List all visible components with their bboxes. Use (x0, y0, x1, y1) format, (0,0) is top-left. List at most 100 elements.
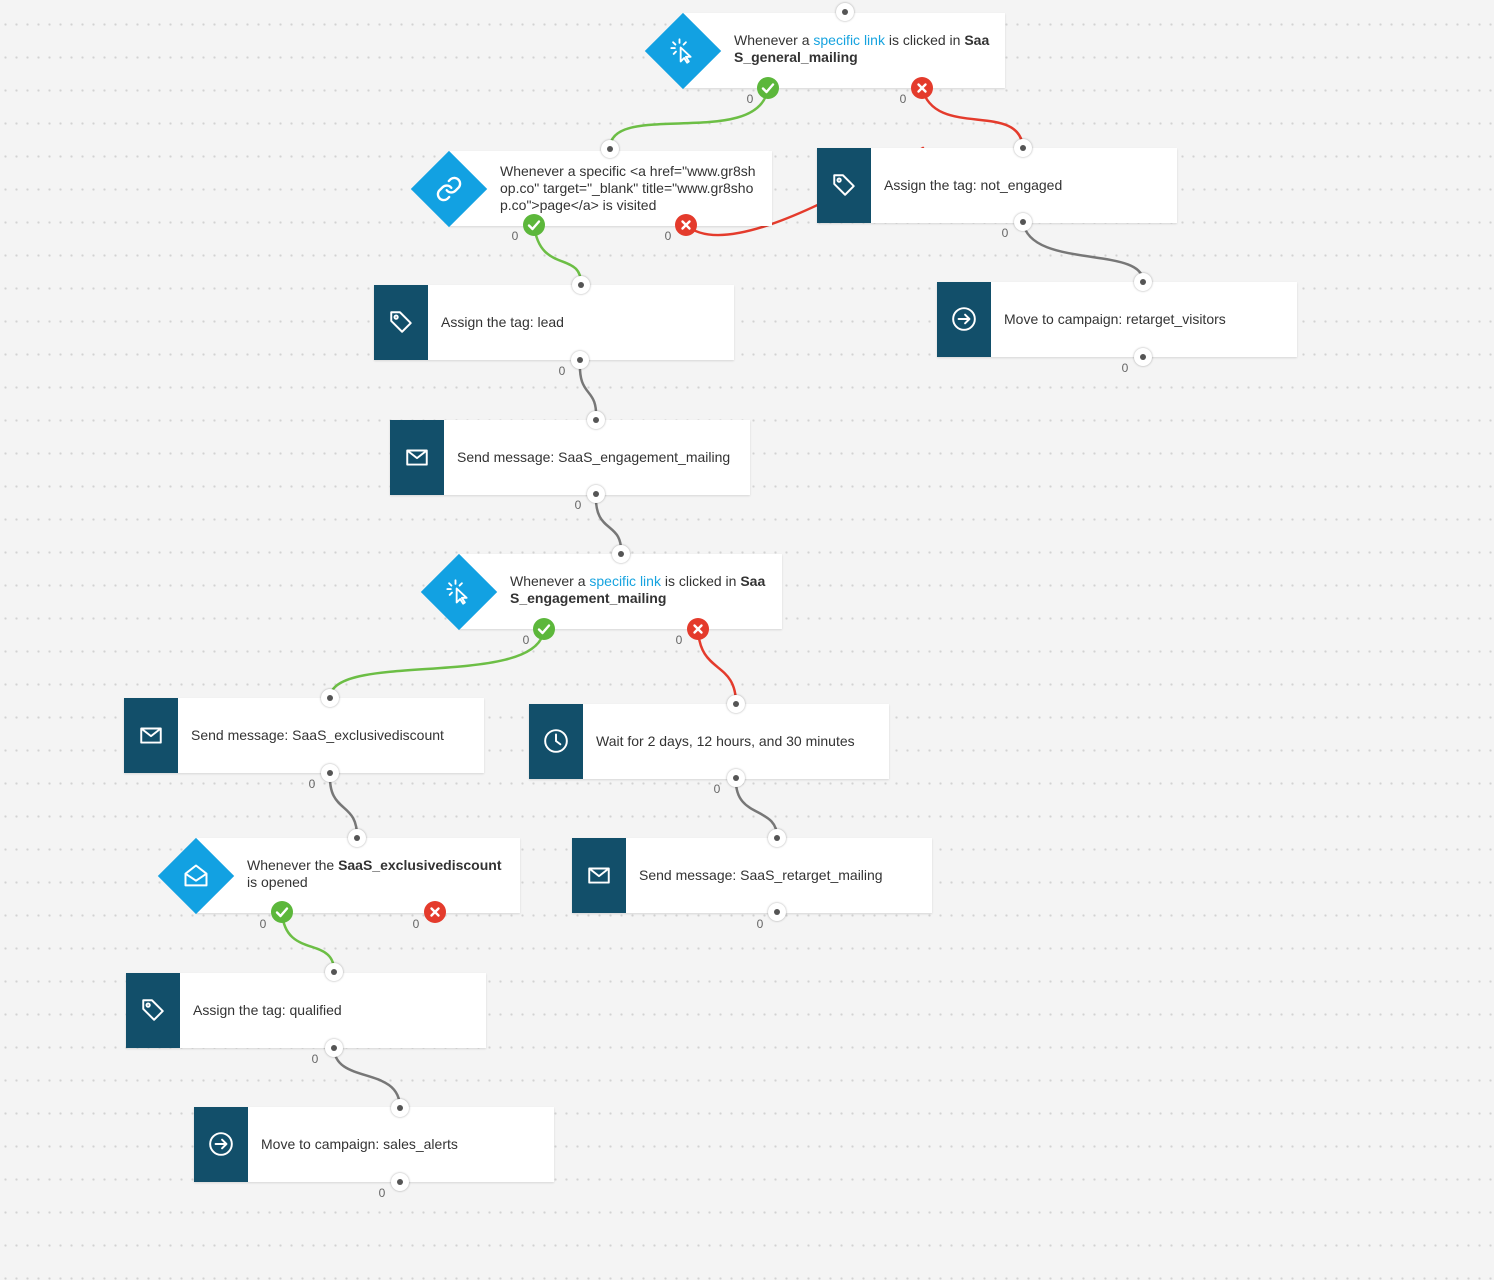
envelope-icon (140, 727, 162, 744)
condition-panel (459, 554, 782, 629)
output-port[interactable] (321, 764, 339, 782)
no-path-handle[interactable] (424, 901, 446, 923)
condition-panel (196, 838, 520, 913)
output-count: 0 (756, 917, 764, 931)
envelope-icon (406, 449, 428, 466)
no-count: 0 (899, 92, 907, 106)
assign-tag-lead[interactable]: Assign the tag: lead (374, 285, 734, 360)
output-port[interactable] (571, 351, 589, 369)
condition-label: Whenever a specific link is clicked in S… (510, 573, 766, 606)
move-to-campaign-retarget[interactable]: Move to campaign: retarget_visitors (937, 282, 1297, 357)
action-label: Move to campaign: retarget_visitors (1004, 311, 1226, 327)
condition-label: Whenever a specific <a href="www.gr8shop… (500, 163, 756, 213)
move-to-campaign-icon (952, 307, 976, 331)
send-message-retarget[interactable]: Send message: SaaS_retarget_mailing (572, 838, 932, 913)
message-opened-condition[interactable]: Whenever the SaaS_exclusivediscount is o… (157, 837, 520, 915)
input-port[interactable] (612, 545, 630, 563)
assign-tag-qualified[interactable]: Assign the tag: qualified (126, 973, 486, 1048)
output-port[interactable] (325, 1039, 343, 1057)
action-label: Send message: SaaS_exclusivediscount (191, 727, 444, 743)
yes-path-handle[interactable] (523, 214, 545, 236)
output-count: 0 (1001, 226, 1009, 240)
output-port[interactable] (1014, 213, 1032, 231)
envelope-icon (588, 867, 610, 884)
close-icon (430, 907, 440, 917)
action-label: Move to campaign: sales_alerts (261, 1136, 458, 1152)
page-visited-condition[interactable]: Whenever a specific <a href="www.gr8shop… (410, 150, 772, 228)
input-port[interactable] (1134, 273, 1152, 291)
input-port[interactable] (321, 689, 339, 707)
connection (734, 776, 779, 840)
input-port[interactable] (587, 411, 605, 429)
input-port[interactable] (325, 963, 343, 981)
action-tile (572, 838, 626, 913)
yes-path-handle[interactable] (757, 77, 779, 99)
specific-link[interactable]: specific link (589, 573, 661, 589)
yes-count: 0 (511, 229, 519, 243)
no-path-handle[interactable] (675, 214, 697, 236)
action-label: Wait for 2 days, 12 hours, and 30 minute… (596, 733, 855, 749)
condition-label: Whenever a specific link is clicked in S… (734, 32, 990, 65)
yes-path-handle[interactable] (271, 901, 293, 923)
action-tile (390, 420, 444, 495)
output-port[interactable] (768, 903, 786, 921)
tag-icon (390, 311, 412, 333)
link-clicked-condition[interactable]: Whenever a specific link is clicked in S… (644, 12, 1005, 90)
no-connection (696, 627, 738, 706)
action-label: Send message: SaaS_retarget_mailing (639, 867, 883, 883)
connection (328, 771, 359, 840)
close-icon (693, 624, 703, 634)
no-count: 0 (675, 633, 683, 647)
input-port[interactable] (601, 140, 619, 158)
output-count: 0 (378, 1186, 386, 1200)
output-count: 0 (574, 498, 582, 512)
send-message-engagement[interactable]: Send message: SaaS_engagement_mailing (390, 420, 750, 495)
connection (594, 492, 623, 556)
no-path-handle[interactable] (687, 618, 709, 640)
input-port[interactable] (836, 3, 854, 21)
assign-tag-not-engaged[interactable]: Assign the tag: not_engaged (817, 148, 1177, 223)
tag-icon (833, 174, 855, 196)
input-port[interactable] (348, 829, 366, 847)
output-port[interactable] (391, 1173, 409, 1191)
yes-connection (280, 910, 336, 974)
input-port[interactable] (1014, 139, 1032, 157)
link-clicked-condition[interactable]: Whenever a specific link is clicked in S… (420, 553, 782, 631)
input-port[interactable] (768, 829, 786, 847)
open-envelope-icon (184, 864, 208, 887)
check-icon (527, 220, 541, 231)
action-tile (529, 704, 583, 779)
output-port[interactable] (587, 485, 605, 503)
move-to-campaign-sales[interactable]: Move to campaign: sales_alerts (194, 1107, 554, 1182)
output-count: 0 (713, 782, 721, 796)
no-path-handle[interactable] (911, 77, 933, 99)
condition-panel (449, 151, 772, 226)
link-icon (436, 176, 462, 202)
output-count: 0 (558, 364, 566, 378)
close-icon (681, 220, 691, 230)
input-port[interactable] (727, 695, 745, 713)
input-port[interactable] (391, 1099, 409, 1117)
output-count: 0 (311, 1052, 319, 1066)
specific-link[interactable]: specific link (813, 32, 885, 48)
output-count: 0 (308, 777, 316, 791)
input-port[interactable] (572, 276, 590, 294)
output-count: 0 (1121, 361, 1129, 375)
condition-panel (683, 13, 1005, 88)
wait-action[interactable]: Wait for 2 days, 12 hours, and 30 minute… (529, 704, 889, 779)
action-tile (374, 285, 428, 360)
action-tile (817, 148, 871, 223)
send-message-exclusive[interactable]: Send message: SaaS_exclusivediscount (124, 698, 484, 773)
clock-icon (544, 729, 568, 753)
yes-connection (532, 223, 583, 287)
connection (578, 358, 598, 422)
output-port[interactable] (1134, 348, 1152, 366)
cursor-click-icon (670, 38, 692, 64)
yes-path-handle[interactable] (533, 618, 555, 640)
check-icon (761, 83, 775, 94)
output-port[interactable] (727, 769, 745, 787)
yes-connection (328, 627, 546, 700)
action-label: Send message: SaaS_engagement_mailing (457, 449, 731, 465)
